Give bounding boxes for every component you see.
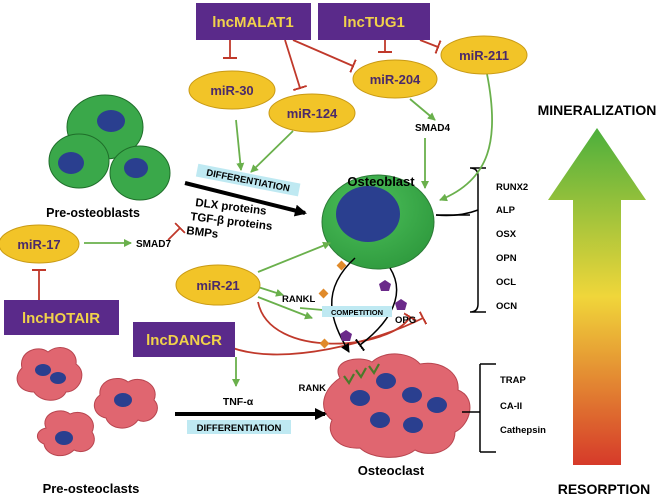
pre-osteoclasts-label: Pre-osteoclasts xyxy=(43,481,140,496)
resorption-label: RESORPTION xyxy=(558,481,651,497)
osteoblast-differentiation-arrow xyxy=(184,181,307,217)
lncmalat1-label: lncMALAT1 xyxy=(212,14,293,31)
osteoblast-cell xyxy=(321,174,435,270)
pre-osteoblasts-label: Pre-osteoblasts xyxy=(46,206,140,220)
smad4-label: SMAD4 xyxy=(415,123,450,134)
lncmalat1-box: lncMALAT1 xyxy=(196,3,311,40)
osteoblast-label: Osteoblast xyxy=(347,174,415,189)
pre-osteoclast-nuclei xyxy=(35,364,132,445)
marker-cathepsin: Cathepsin xyxy=(500,425,546,436)
marker-ocn: OCN xyxy=(496,301,517,312)
factor-bmps: BMPs xyxy=(186,225,219,241)
lnchotair-label: lncHOTAIR xyxy=(22,310,100,327)
differentiation-bottom-highlight xyxy=(187,420,291,434)
osteoclast-markers-bracket xyxy=(462,363,496,453)
marker-opn: OPN xyxy=(496,253,517,264)
opg-label: OPG xyxy=(395,315,416,326)
mir-124-label: miR-124 xyxy=(287,106,338,121)
mineralization-label: MINERALIZATION xyxy=(538,102,657,118)
lncdancr-label: lncDANCR xyxy=(146,332,222,349)
marker-ocl: OCL xyxy=(496,277,516,288)
lnchotair-box: lncHOTAIR xyxy=(4,300,119,335)
osteoclast-marker-list: TRAP CA-II Cathepsin xyxy=(500,375,546,436)
osteoclast-label: Osteoclast xyxy=(358,463,425,478)
mir-211-node: miR-211 xyxy=(440,35,528,75)
marker-alp: ALP xyxy=(496,205,516,216)
lnctug1-box: lncTUG1 xyxy=(318,3,430,40)
mir-21-node: miR-21 xyxy=(175,264,261,306)
marker-ca-ii: CA-II xyxy=(500,401,522,412)
competition-label: COMPETITION xyxy=(331,308,383,317)
marker-trap: TRAP xyxy=(500,375,527,386)
tnf-alpha-label: TNF-α xyxy=(223,396,254,408)
smad7-label: SMAD7 xyxy=(136,239,171,250)
pre-osteoclast-cells xyxy=(16,347,158,457)
rankl-molecules xyxy=(318,260,347,349)
mineralization-resorption-gradient-arrow xyxy=(548,128,646,465)
mir-124-node: miR-124 xyxy=(268,93,356,133)
mir-17-node: miR-17 xyxy=(0,224,80,264)
osteoblast-marker-list: RUNX2 ALP OSX OPN OCL OCN xyxy=(496,182,528,312)
differentiation-bottom-label: DIFFERENTIATION xyxy=(197,423,282,434)
mir-204-node: miR-204 xyxy=(352,59,438,99)
rankl-to-rank-arrow xyxy=(331,257,356,353)
pre-osteoblast-cells xyxy=(48,94,171,201)
mir-30-label: miR-30 xyxy=(210,83,253,98)
inhibition-lines xyxy=(39,39,438,356)
rank-label: RANK xyxy=(299,383,327,394)
marker-runx2: RUNX2 xyxy=(496,182,528,193)
rank-receptors xyxy=(343,363,380,386)
lncdancr-box: lncDANCR xyxy=(133,322,235,357)
mir-17-label: miR-17 xyxy=(17,237,60,252)
mir-204-label: miR-204 xyxy=(370,72,421,87)
lnctug1-label: lncTUG1 xyxy=(343,14,405,31)
mir-21-label: miR-21 xyxy=(196,278,239,293)
osteoclast-cell xyxy=(323,353,471,458)
marker-osx: OSX xyxy=(496,229,517,240)
opg-molecules xyxy=(340,280,407,341)
rankl-label: RANKL xyxy=(282,294,315,305)
mir-211-label: miR-211 xyxy=(459,48,509,63)
mir-30-node: miR-30 xyxy=(188,70,276,110)
competition-highlight xyxy=(322,306,392,317)
